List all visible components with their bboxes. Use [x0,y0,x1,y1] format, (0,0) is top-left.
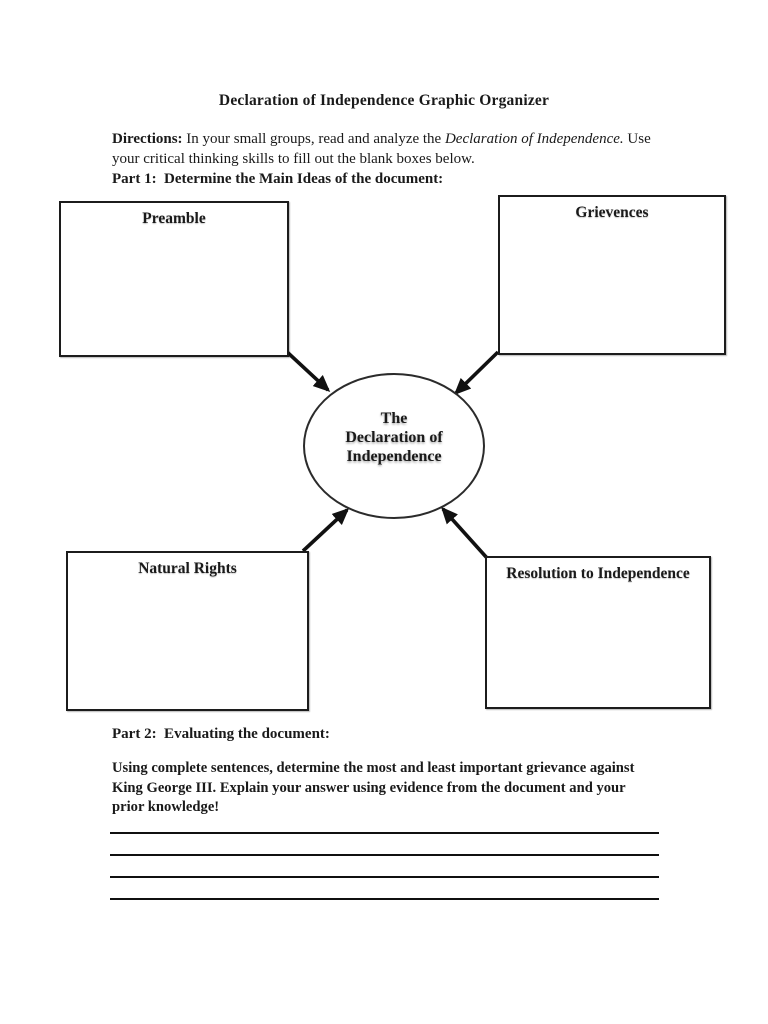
arrow-resolution-to-center [440,506,489,560]
center-line-3: Independence [346,447,442,465]
box-natural-rights-label: Natural Rights [138,560,237,577]
directions-paragraph: Directions: In your small groups, read a… [112,129,680,169]
box-resolution-to-independence: Resolution to Independence [485,556,711,709]
box-preamble-label: Preamble [142,210,206,227]
center-line-1: The [380,409,408,427]
arrow-preamble-to-center [284,349,331,393]
part2-prompt: Using complete sentences, determine the … [112,759,672,818]
center-ellipse: The Declaration of Independence [303,373,485,519]
box-resolution-label: Resolution to Independence [506,565,690,582]
arrow-grievences-to-center [453,350,500,396]
box-grievences-label: Grievences [575,204,649,221]
box-grievences: Grievences [498,195,726,355]
center-ellipse-text: The Declaration of Independence [345,409,442,466]
box-preamble: Preamble [59,201,289,357]
page-title: Declaration of Independence Graphic Orga… [218,92,550,109]
box-natural-rights: Natural Rights [66,551,309,711]
part2-prompt-line-2: King George III. Explain your answer usi… [112,779,626,796]
directions-text-1: In your small groups, read and analyze t… [182,131,445,147]
answer-line [110,854,659,856]
arrow-natural-rights-to-center [301,507,350,553]
answer-line [110,876,659,878]
part1-heading: Part 1: Determine the Main Ideas of the … [112,171,444,187]
part2-heading: Part 2: Evaluating the document: [112,726,330,742]
directions-italic-title: Declaration of Independence. [444,131,624,147]
directions-block: Directions: In your small groups, read a… [112,129,680,189]
center-line-2: Declaration of [345,428,443,446]
part2-prompt-line-3: prior knowledge! [112,799,220,815]
part2-prompt-line-1: Using complete sentences, determine the … [112,760,635,776]
directions-label: Directions: [112,131,183,147]
directions-text-3: your critical thinking skills to fill ou… [112,151,475,167]
answer-line [110,898,659,900]
answer-line [110,832,659,834]
directions-text-2: Use [623,131,651,147]
